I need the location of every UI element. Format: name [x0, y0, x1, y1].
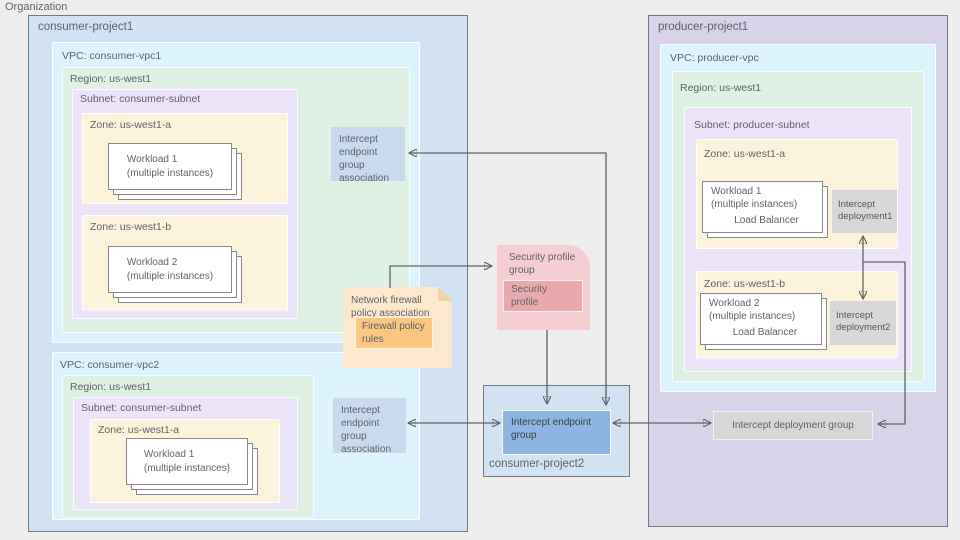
producer-zone-b-label: Zone: us-west1-b	[704, 278, 786, 290]
consumer-vpc1-zone-a-label: Zone: us-west1-a	[90, 119, 172, 131]
producer-workload-1-card: Workload 1 (multiple instances) Load Bal…	[702, 181, 823, 233]
consumer-vpc2-zone-a-label: Zone: us-west1-a	[98, 424, 180, 436]
firewall-association-title-line1: Network firewall	[351, 295, 422, 306]
workload-2-title: Workload 2	[126, 257, 178, 268]
intercept-endpoint-group: Intercept endpoint group	[502, 410, 611, 455]
firewall-policy-rules: Firewall policy rules	[355, 317, 433, 349]
producer-workload-2-title: Workload 2	[709, 298, 760, 309]
vpc2-workload-1-card: Workload 1 (multiple instances)	[126, 438, 248, 485]
security-profile-group-title-line1: Security profile	[509, 252, 576, 263]
consumer-project2-label: consumer-project2	[489, 458, 585, 470]
producer-vpc-label: VPC: producer-vpc	[670, 52, 759, 64]
vpc2-workload-1-title: Workload 1	[143, 449, 195, 460]
producer-workload-1-subtitle: (multiple instances)	[711, 198, 798, 210]
intercept-deployment-group: Intercept deployment group	[713, 411, 873, 440]
workload-1-subtitle: (multiple instances)	[126, 167, 214, 179]
workload-1-card: Workload 1 (multiple instances)	[108, 143, 232, 190]
security-profile-group-title-line2: group	[509, 264, 535, 276]
intercept-deployment1: Intercept deployment1	[832, 190, 897, 233]
producer-zone-a-label: Zone: us-west1-a	[704, 148, 786, 160]
consumer-vpc2-subnet-label: Subnet: consumer-subnet	[81, 402, 202, 414]
firewall-association-title-line2: policy association	[351, 307, 430, 319]
consumer-vpc1-label: VPC: consumer-vpc1	[62, 50, 162, 62]
intercept-endpoint-group-association-top: Intercept endpoint group association	[331, 127, 405, 184]
consumer-project1-label: consumer-project1	[38, 21, 134, 33]
load-balancer-label: Load Balancer	[734, 215, 799, 226]
organization-label: Organization	[5, 1, 68, 13]
producer-workload-2-card: Workload 2 (multiple instances) Load Bal…	[700, 293, 822, 345]
workload-2-subtitle: (multiple instances)	[126, 270, 214, 282]
intercept-deployment2: Intercept deployment2	[830, 301, 896, 345]
producer-workload-2-subtitle: (multiple instances)	[709, 310, 796, 322]
producer-workload-1-title: Workload 1	[711, 186, 762, 197]
consumer-vpc1-zone-b-label: Zone: us-west1-b	[90, 221, 172, 233]
workload-2-card: Workload 2 (multiple instances)	[108, 246, 232, 293]
producer-subnet-label: Subnet: producer-subnet	[694, 119, 810, 131]
producer-project1-label: producer-project1	[658, 21, 749, 33]
producer-region-label: Region: us-west1	[680, 82, 762, 94]
consumer-vpc2-label: VPC: consumer-vpc2	[60, 359, 160, 371]
consumer-vpc2-region-label: Region: us-west1	[70, 381, 152, 393]
consumer-vpc1-region-label: Region: us-west1	[70, 73, 152, 85]
intercept-endpoint-group-association-bottom: Intercept endpoint group association	[333, 398, 406, 455]
folded-corner	[438, 287, 452, 301]
workload-1-title: Workload 1	[126, 154, 178, 165]
vpc2-workload-1-subtitle: (multiple instances)	[143, 462, 231, 474]
consumer-vpc1-subnet-label: Subnet: consumer-subnet	[80, 93, 201, 105]
load-balancer-label: Load Balancer	[732, 327, 798, 338]
security-profile: Security profile	[503, 280, 583, 312]
